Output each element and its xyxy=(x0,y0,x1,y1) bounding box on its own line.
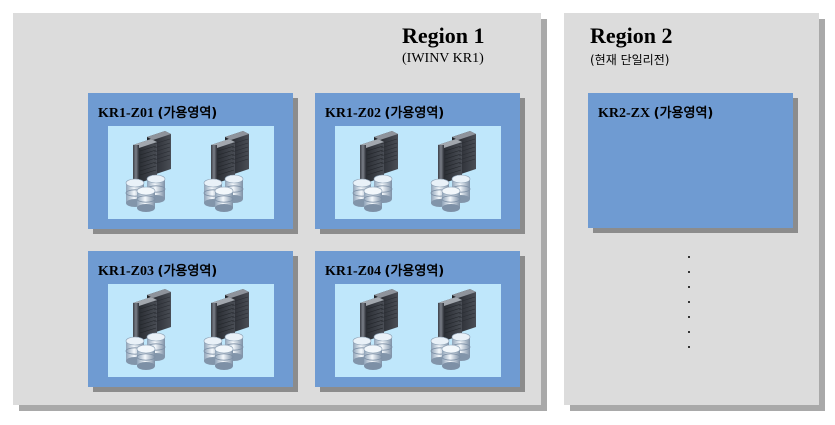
zone-label: KR2-ZX (가용영역) xyxy=(598,102,713,122)
zone-suffix: (가용영역) xyxy=(157,264,218,279)
server-storage-icon xyxy=(430,131,492,213)
server-storage-icon xyxy=(352,289,414,371)
region-2-panel: Region 2 (현재 단일리전) KR2-ZX (가용영역) xyxy=(564,13,819,405)
zone-suffix: (가용영역) xyxy=(157,106,218,121)
zone-label: KR1-Z02 (가용영역) xyxy=(325,102,444,122)
zone-id: KR1-Z01 xyxy=(98,106,154,121)
zone-id: KR2-ZX xyxy=(598,106,651,121)
zone-id: KR1-Z03 xyxy=(98,264,154,279)
zone-kr1-z01: KR1-Z01 (가용영역) xyxy=(88,93,293,229)
zone-label: KR1-Z01 (가용영역) xyxy=(98,102,217,122)
zone-label: KR1-Z03 (가용영역) xyxy=(98,260,217,280)
server-storage-icon xyxy=(125,289,187,371)
region-2-subtitle: (현재 단일리전) xyxy=(590,53,670,67)
zone-kr1-z04: KR1-Z04 (가용영역) xyxy=(315,251,520,387)
zone-kr1-z03: KR1-Z03 (가용영역) xyxy=(88,251,293,387)
server-storage-icon xyxy=(430,289,492,371)
server-storage-icon xyxy=(352,131,414,213)
zone-equipment-area xyxy=(108,284,274,377)
zone-equipment-area xyxy=(108,126,274,219)
ellipsis-dot xyxy=(688,301,690,303)
zone-suffix: (가용영역) xyxy=(384,106,445,121)
region-1-title: Region 1 xyxy=(402,23,485,48)
zone-equipment-area xyxy=(335,284,501,377)
ellipsis-dot xyxy=(688,346,690,348)
ellipsis-dot xyxy=(688,256,690,258)
server-storage-icon xyxy=(125,131,187,213)
zone-equipment-area xyxy=(335,126,501,219)
region-2-title: Region 2 xyxy=(590,23,673,48)
zone-suffix: (가용영역) xyxy=(653,106,714,121)
zone-kr2-zx: KR2-ZX (가용영역) xyxy=(588,93,793,228)
region-1-subtitle: (IWINV KR1) xyxy=(402,51,484,66)
ellipsis-dot xyxy=(688,316,690,318)
vertical-ellipsis xyxy=(688,256,698,361)
zone-kr1-z02: KR1-Z02 (가용영역) xyxy=(315,93,520,229)
ellipsis-dot xyxy=(688,331,690,333)
server-storage-icon xyxy=(203,289,265,371)
server-storage-icon xyxy=(203,131,265,213)
ellipsis-dot xyxy=(688,271,690,273)
zone-id: KR1-Z04 xyxy=(325,264,381,279)
zone-id: KR1-Z02 xyxy=(325,106,381,121)
zone-suffix: (가용영역) xyxy=(384,264,445,279)
zone-label: KR1-Z04 (가용영역) xyxy=(325,260,444,280)
ellipsis-dot xyxy=(688,286,690,288)
region-1-panel: Region 1 (IWINV KR1) KR1-Z01 (가용영역) KR1-… xyxy=(13,13,541,405)
